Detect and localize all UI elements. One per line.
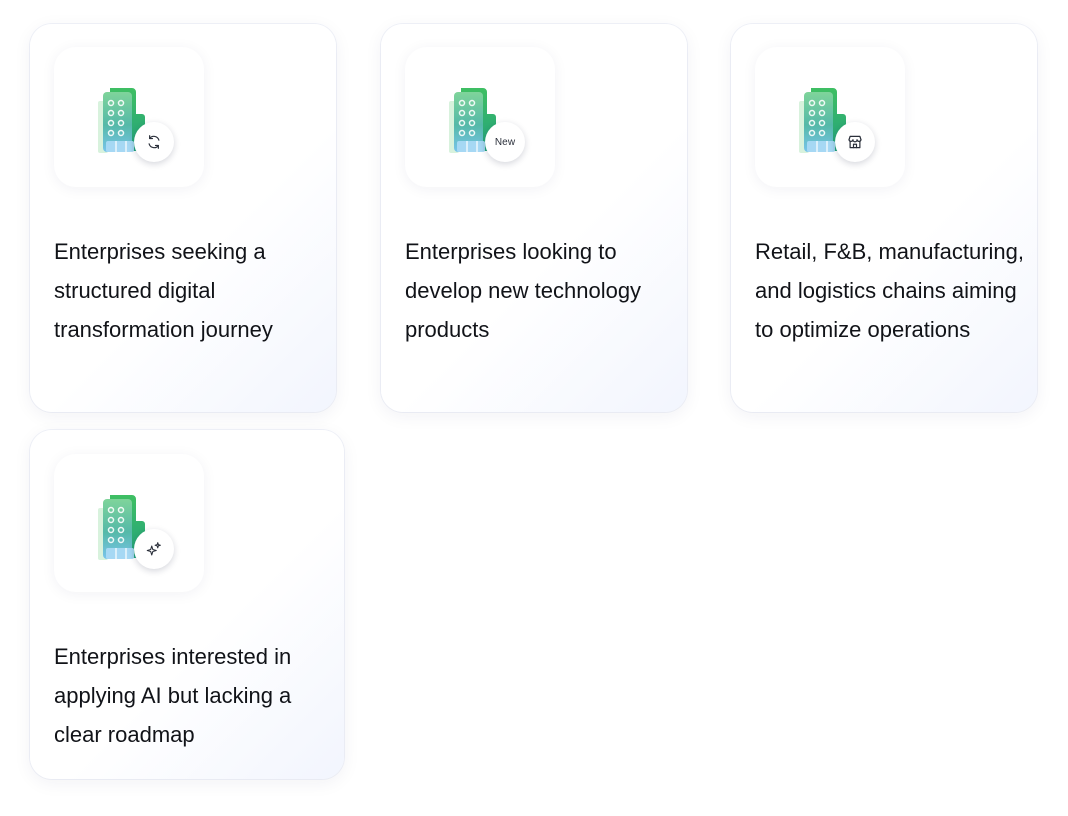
- audience-card-digital-transformation: Enterprises seeking a structured digital…: [30, 24, 336, 412]
- card-description: Enterprises seeking a structured digital…: [54, 239, 273, 342]
- audience-card-retail-operations: Retail, F&B, manufacturing, and logistic…: [731, 24, 1037, 412]
- card-description: Enterprises looking to develop new techn…: [405, 239, 642, 342]
- storefront-icon: [848, 135, 862, 149]
- card-description: Retail, F&B, manufacturing, and logistic…: [755, 239, 1025, 342]
- audience-card-new-products: New Enterprises looking to develop new t…: [381, 24, 687, 412]
- storefront-badge: [835, 122, 875, 162]
- new-badge: New: [485, 122, 525, 162]
- icon-tile: [54, 454, 204, 592]
- icon-tile: [755, 47, 905, 187]
- icon-tile: New: [405, 47, 555, 187]
- refresh-icon: [148, 135, 160, 149]
- sparkle-icon: [146, 542, 161, 556]
- icon-tile: [54, 47, 204, 187]
- sparkle-badge: [134, 529, 174, 569]
- refresh-badge: [134, 122, 174, 162]
- audience-card-ai-roadmap: Enterprises interested in applying AI bu…: [30, 430, 344, 779]
- card-description: Enterprises interested in applying AI bu…: [54, 644, 292, 747]
- new-label: New: [494, 136, 516, 148]
